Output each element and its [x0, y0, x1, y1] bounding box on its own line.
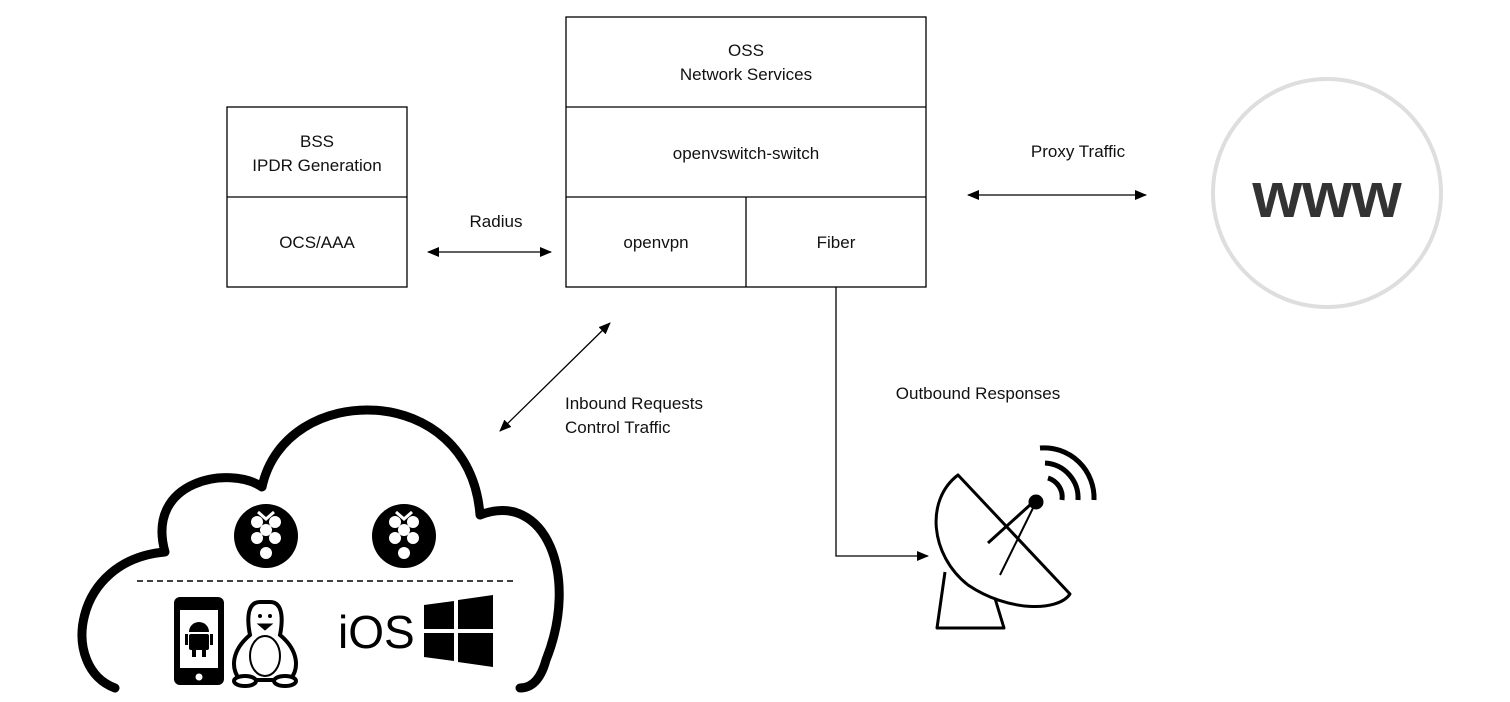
oss-subtitle: Network Services	[680, 65, 812, 84]
www-label: www	[1251, 159, 1402, 231]
raspberry-pi-icon	[234, 504, 298, 568]
android-phone-icon	[174, 597, 224, 685]
bss-node[interactable]: BSS IPDR Generation OCS/AAA	[226, 106, 408, 288]
bss-subtitle: IPDR Generation	[252, 156, 381, 175]
openvswitch-label: openvswitch-switch	[673, 144, 819, 163]
inbound-label-line2: Control Traffic	[565, 418, 671, 437]
outbound-label: Outbound Responses	[896, 384, 1060, 403]
inbound-label-line1: Inbound Requests	[565, 394, 703, 413]
oss-node[interactable]: OSS Network Services openvswitch-switch …	[565, 16, 927, 288]
www-node[interactable]: www	[1211, 77, 1443, 309]
ocs-aaa-label: OCS/AAA	[279, 233, 355, 252]
linux-tux-icon	[232, 600, 298, 688]
proxy-traffic-label: Proxy Traffic	[1031, 142, 1126, 161]
radius-label: Radius	[470, 212, 523, 231]
oss-title: OSS	[728, 41, 764, 60]
outbound-connector	[835, 287, 929, 561]
raspberry-pi-icon	[372, 504, 436, 568]
www-circle	[1211, 77, 1443, 309]
windows-icon	[424, 595, 493, 667]
inbound-arrow	[499, 322, 611, 432]
openvpn-label: openvpn	[623, 233, 688, 252]
satellite-dish-icon	[934, 445, 1097, 630]
fiber-label: Fiber	[817, 233, 856, 252]
ios-icon: iOS	[338, 606, 415, 658]
devices-cloud[interactable]: iOS	[77, 405, 564, 693]
bss-title: BSS	[300, 132, 334, 151]
